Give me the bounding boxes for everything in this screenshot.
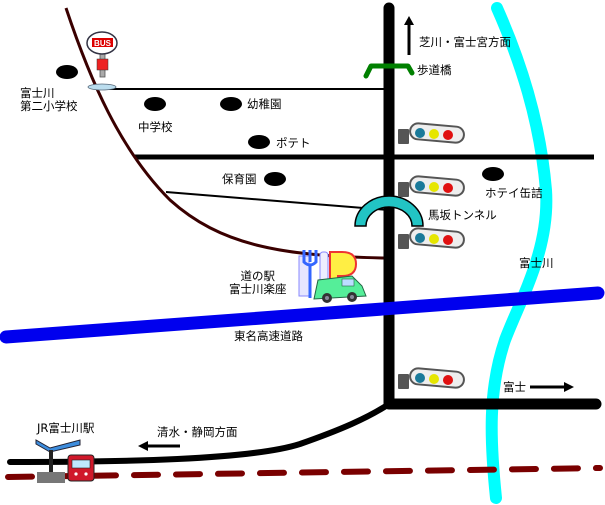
- label-school-2nd: 富士川 第二小学校: [20, 87, 78, 112]
- station-platform-icon: [35, 439, 81, 483]
- traffic-light-icon: [398, 227, 465, 249]
- footbridge: [363, 63, 415, 79]
- landmark-dot-kindergarten: [220, 97, 242, 111]
- road-thin-diagonal: [165, 191, 389, 211]
- label-fujikawa-river: 富士川: [519, 256, 554, 270]
- traffic-light-icon: [398, 367, 465, 389]
- label-junior-high: 中学校: [138, 120, 173, 134]
- label-potete: ポテト: [276, 136, 311, 150]
- label-shimizu-direction: 清水・静岡方面: [157, 425, 238, 439]
- north-arrow-icon: [404, 16, 414, 55]
- label-michi-no-eki-line2: 富士川楽座: [229, 281, 287, 296]
- label-footbridge: 歩道橋: [417, 63, 452, 77]
- bus-stop-label: BUS: [94, 39, 112, 48]
- label-hotei: ホテイ缶詰: [485, 186, 543, 200]
- traffic-light-icon: [398, 122, 465, 144]
- label-school-2nd-line1: 富士川: [20, 86, 55, 100]
- label-fuji-direction: 富士: [503, 380, 526, 394]
- label-tunnel: 馬坂トンネル: [428, 208, 497, 222]
- train-icon: [67, 454, 95, 482]
- railway-line: [5, 465, 603, 480]
- label-nursery: 保育園: [222, 172, 257, 186]
- label-expressway: 東名高速道路: [234, 329, 303, 343]
- landmark-dot-school-2nd: [56, 65, 78, 79]
- landmark-dot-junior-high: [144, 97, 166, 111]
- landmark-dot-potete: [248, 135, 270, 149]
- old-road: [64, 7, 385, 260]
- bus-stop-icon: BUS: [86, 31, 118, 91]
- label-school-2nd-line2: 第二小学校: [20, 98, 78, 113]
- label-kindergarten: 幼稚園: [247, 97, 282, 111]
- label-michi-no-eki-line1: 道の駅: [240, 269, 276, 283]
- traffic-light-icon: [398, 175, 465, 197]
- restaurant-parking-icon: [298, 250, 367, 303]
- fujikawa-river: [485, 2, 553, 504]
- label-north-direction: 芝川・富士宮方面: [419, 35, 511, 49]
- label-jr-station: JR富士川駅: [37, 421, 95, 435]
- west-arrow-icon: [138, 441, 180, 451]
- landmark-dot-nursery: [264, 172, 286, 186]
- tunnel-arch: [354, 195, 424, 227]
- expressway: [0, 286, 605, 344]
- label-michi-no-eki: 道の駅 富士川楽座: [229, 270, 287, 295]
- landmark-dot-hotei: [482, 167, 504, 181]
- east-arrow-icon: [530, 382, 574, 392]
